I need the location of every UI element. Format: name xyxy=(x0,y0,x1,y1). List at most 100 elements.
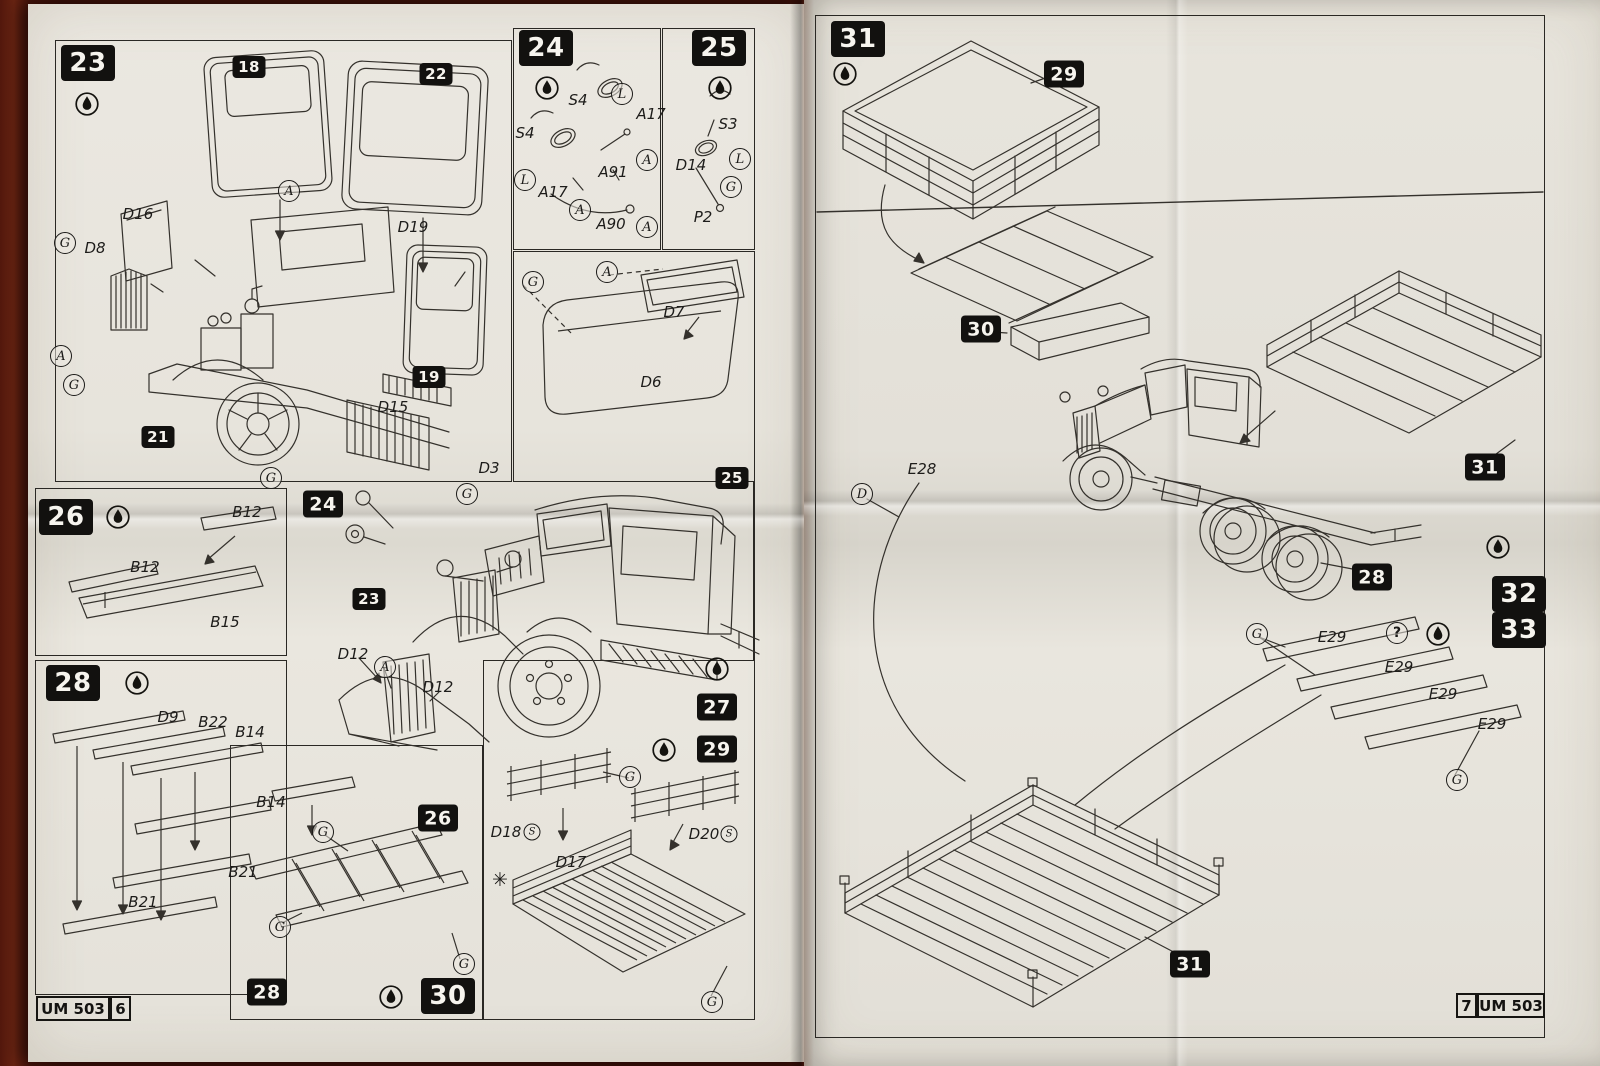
part-badge-25: 25 xyxy=(715,467,749,489)
part-label-d15: D15 xyxy=(377,398,409,416)
step-badge-31: 31 xyxy=(831,21,885,57)
glue-icon xyxy=(652,738,677,763)
part-label-s3: S3 xyxy=(718,115,738,133)
part-badge-29: 29 xyxy=(1044,60,1084,88)
part-label-a17: A17 xyxy=(636,105,666,123)
part-label-d9: D9 xyxy=(157,708,179,726)
part-label-e28: E28 xyxy=(907,460,937,478)
page-border-segment xyxy=(753,482,755,661)
step-badge-33: 33 xyxy=(1492,612,1546,648)
part-label-d7: D7 xyxy=(663,303,685,321)
part-badge-19: 19 xyxy=(412,366,446,388)
part-badge-28: 28 xyxy=(247,978,287,1006)
part-label-d8: D8 xyxy=(84,239,106,257)
part-label-e29: E29 xyxy=(1477,715,1507,733)
circled-letter-a: A xyxy=(636,216,658,238)
footer-kit-code-right: UM 503 xyxy=(1477,993,1545,1018)
circled-letter-l: L xyxy=(611,83,633,105)
circled-letter-g: G xyxy=(269,916,291,938)
circled-letter-g: G xyxy=(522,271,544,293)
glue-icon xyxy=(708,76,733,101)
step-badge-26: 26 xyxy=(39,499,93,535)
glue-icon xyxy=(535,76,560,101)
circled-letter-l: L xyxy=(514,169,536,191)
glue-icon xyxy=(106,505,131,530)
circled-letter-g: G xyxy=(54,232,76,254)
circled-letter-g: G xyxy=(701,991,723,1013)
part-label-d17: D17 xyxy=(555,853,587,871)
panel-steps-27-29 xyxy=(483,660,755,1020)
circled-letter-a: A xyxy=(569,199,591,221)
drawing-windshield-roof xyxy=(522,259,745,415)
footer-kit-code-left: UM 503 xyxy=(36,996,110,1021)
part-label-b15: B15 xyxy=(210,613,240,631)
part-label-a90: A90 xyxy=(596,215,626,233)
step-badge-23: 23 xyxy=(61,45,115,81)
part-badge-30: 30 xyxy=(961,315,1001,343)
part-label-d20: D20 xyxy=(688,825,720,843)
part-label-b14: B14 xyxy=(256,793,286,811)
part-badge-21: 21 xyxy=(141,426,175,448)
part-label-a17: A17 xyxy=(538,183,568,201)
panel-step-25-detail xyxy=(662,28,755,250)
drawing-boards-26 xyxy=(68,506,277,619)
panel-step-28 xyxy=(35,660,287,995)
step-badge-30: 30 xyxy=(421,978,475,1014)
glue-icon xyxy=(379,985,404,1010)
panel-step-23 xyxy=(55,40,512,482)
part-label-s4: S4 xyxy=(568,91,588,109)
circled-letter-g: G xyxy=(312,821,334,843)
circled-letter-d: D xyxy=(851,483,873,505)
part-label-e29: E29 xyxy=(1384,658,1414,676)
glue-icon xyxy=(1426,622,1451,647)
part-label-b12: B12 xyxy=(130,558,160,576)
finish-symbol-icon: S xyxy=(523,823,541,841)
part-label-a91: A91 xyxy=(598,163,628,181)
step-badge-28: 28 xyxy=(46,665,100,701)
part-label-b21: B21 xyxy=(128,893,158,911)
part-badge-31-bottom: 31 xyxy=(1170,950,1210,978)
circled-letter-g: G xyxy=(453,953,475,975)
asterisk-icon: ✳ xyxy=(492,869,508,891)
circled-letter-a: A xyxy=(636,149,658,171)
finish-symbol-icon: S xyxy=(720,825,738,843)
circled-letter-a: A xyxy=(596,261,618,283)
part-badge-18: 18 xyxy=(232,56,266,78)
instruction-sheet-left xyxy=(28,4,804,1062)
footer-page-number-left: 6 xyxy=(110,996,131,1021)
question-mark-icon: ? xyxy=(1386,622,1408,644)
circled-letter-a: A xyxy=(50,345,72,367)
drawing-cab-exploded xyxy=(110,50,489,471)
part-badge-23: 23 xyxy=(352,588,386,610)
step-badge-24: 24 xyxy=(519,30,573,66)
step-badge-27: 27 xyxy=(697,693,737,721)
step-badge-29: 29 xyxy=(697,735,737,763)
step-badge-24-main: 24 xyxy=(303,490,343,518)
part-badge-26: 26 xyxy=(418,804,458,832)
circled-letter-g: G xyxy=(720,176,742,198)
part-label-b22: B22 xyxy=(198,713,228,731)
panel-windshield xyxy=(513,251,755,482)
glue-icon xyxy=(125,671,150,696)
glue-icon xyxy=(705,657,730,682)
circled-letter-l: L xyxy=(729,148,751,170)
instruction-sheet-right xyxy=(804,0,1600,1066)
part-label-d14: D14 xyxy=(675,156,707,174)
panel-step-26 xyxy=(35,488,287,656)
part-badge-22: 22 xyxy=(419,63,453,85)
part-label-d18: D18 xyxy=(490,823,522,841)
drawing-right-page xyxy=(816,40,1544,1008)
part-label-b14: B14 xyxy=(235,723,265,741)
part-label-b12: B12 xyxy=(232,503,262,521)
part-label-e29: E29 xyxy=(1317,628,1347,646)
part-label-s4: S4 xyxy=(515,124,535,142)
circled-letter-g: G xyxy=(619,766,641,788)
part-label-b21: B21 xyxy=(228,863,258,881)
part-label-d12: D12 xyxy=(337,645,369,663)
drawing-frame-rails-28 xyxy=(52,710,272,935)
panel-step-26-frame xyxy=(230,745,483,1020)
drawing-truck-front-assembly xyxy=(338,490,760,751)
part-label-p2: P2 xyxy=(693,208,713,226)
glue-icon xyxy=(833,62,858,87)
